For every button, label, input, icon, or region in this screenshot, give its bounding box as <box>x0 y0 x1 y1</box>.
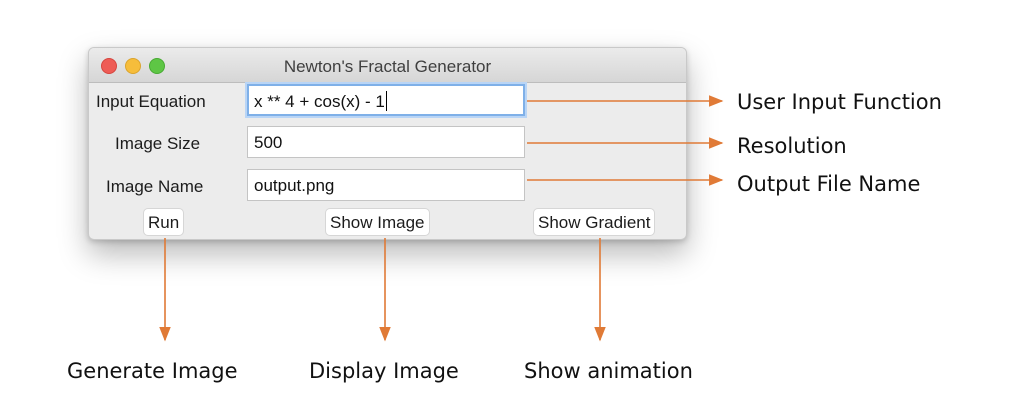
run-button[interactable]: Run <box>143 208 185 236</box>
equation-input-value: x ** 4 + cos(x) - 1 <box>254 92 385 111</box>
title-bar[interactable]: Newton's Fractal Generator <box>89 48 686 83</box>
image-name-input[interactable]: output.png <box>247 169 525 201</box>
text-caret <box>385 91 387 111</box>
show-gradient-button[interactable]: Show Gradient <box>533 208 656 236</box>
image-name-label: Image Name <box>106 177 204 196</box>
zoom-icon[interactable] <box>149 58 165 74</box>
window-title: Newton's Fractal Generator <box>283 57 492 76</box>
minimize-icon[interactable] <box>125 58 141 74</box>
image-size-label: Image Size <box>115 134 201 153</box>
annotation-display-image: Display Image <box>309 359 459 383</box>
show-image-button[interactable]: Show Image <box>325 208 430 236</box>
annotation-generate-image: Generate Image <box>67 359 238 383</box>
annotation-user-input-function: User Input Function <box>737 90 942 114</box>
annotation-show-animation: Show animation <box>524 359 693 383</box>
annotation-output-file-name: Output File Name <box>737 172 921 196</box>
close-icon[interactable] <box>101 58 117 74</box>
input-equation-label: Input Equation <box>96 92 206 111</box>
image-size-input[interactable]: 500 <box>247 126 525 158</box>
annotation-resolution: Resolution <box>737 134 847 158</box>
equation-input[interactable]: x ** 4 + cos(x) - 1 <box>247 84 525 116</box>
